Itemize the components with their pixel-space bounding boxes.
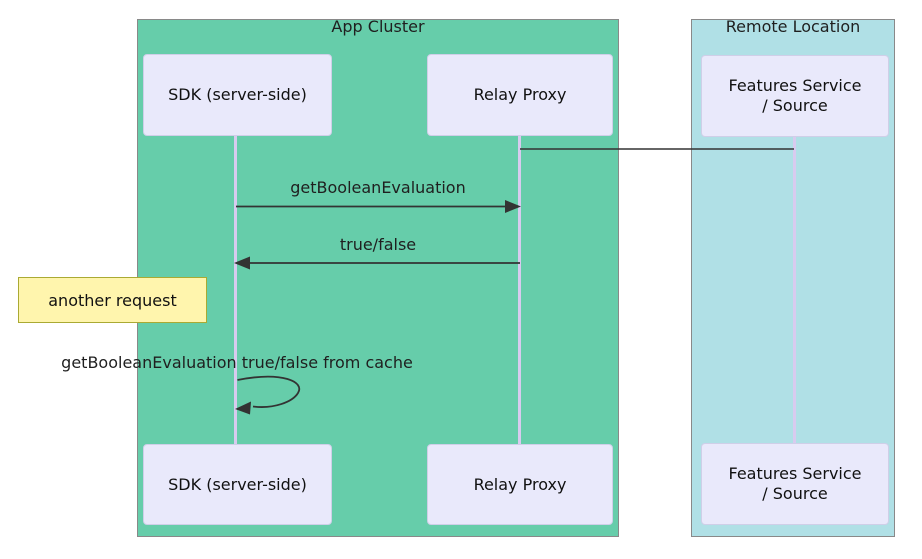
actor-sdk-top-label: SDK (server-side) (168, 85, 307, 104)
actor-sdk-bottom-label: SDK (server-side) (168, 474, 307, 494)
actor-relay-proxy-bottom: Relay Proxy (427, 444, 613, 525)
actor-features-service-bottom-label-line1: Features Service (728, 464, 862, 483)
actor-relay-proxy-top-label: Relay Proxy (473, 85, 567, 104)
actor-relay-proxy-top: Relay Proxy (427, 54, 613, 136)
note-another-request: another request (18, 277, 207, 323)
relay-proxy-lifeline (518, 136, 521, 444)
remote-location-title: Remote Location (725, 17, 861, 36)
sdk-lifeline (234, 136, 237, 444)
actor-relay-proxy-bottom-label: Relay Proxy (473, 474, 567, 494)
features-service-lifeline (793, 137, 796, 443)
actor-features-service-top-label-line2: / Source (762, 96, 828, 115)
actor-sdk-top: SDK (server-side) (143, 54, 332, 136)
message-get-boolean-evaluation: getBooleanEvaluation (290, 178, 466, 197)
actor-features-service-bottom: Features Service / Source (701, 443, 889, 525)
message-true-false: true/false (339, 235, 417, 254)
note-label: another request (48, 290, 177, 310)
actor-sdk-bottom: SDK (server-side) (143, 444, 332, 525)
actor-features-service-top-label-line1: Features Service (728, 76, 862, 95)
actor-features-service-top: Features Service / Source (701, 55, 889, 137)
actor-features-service-bottom-label-line2: / Source (762, 484, 828, 503)
app-cluster-title: App Cluster (331, 17, 425, 36)
message-cache-self-call: getBooleanEvaluation true/false from cac… (61, 353, 413, 372)
